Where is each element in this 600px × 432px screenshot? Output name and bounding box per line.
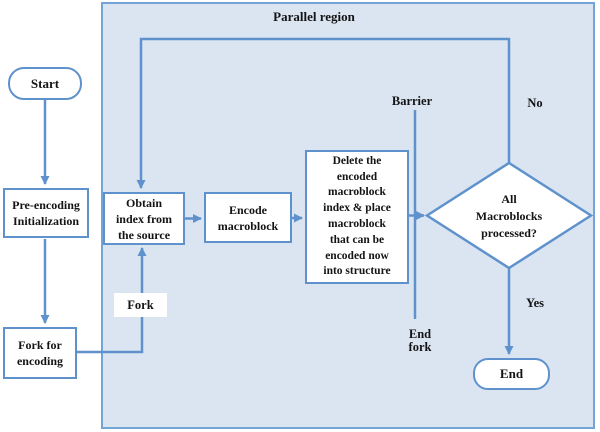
no-branch-label: No [527, 96, 543, 110]
connector-fork-to-obtain [77, 247, 147, 354]
yes-branch-label: Yes [525, 296, 545, 310]
flow-node-obtain-index: Obtain index from the source [103, 192, 185, 245]
end-fork-label: End fork [408, 327, 432, 354]
parallel-region-title: Parallel region [273, 9, 355, 24]
flow-node-pre-encoding: Pre-encoding Initialization [3, 188, 89, 238]
flow-node-encode-macroblock: Encode macroblock [204, 192, 292, 243]
fork-label: Fork [114, 293, 167, 317]
flow-node-all-processed-label: All Macroblocks processed? [475, 191, 543, 240]
connector-no-loopback [136, 37, 511, 189]
flow-node-delete-encoded: Delete the encoded macroblock index & pl… [305, 150, 409, 284]
decision-diamond [424, 161, 594, 270]
barrier-label: Barrier [391, 94, 433, 108]
flow-node-start: Start [8, 67, 82, 100]
flow-node-end: End [473, 358, 550, 390]
flow-node-fork-for-encoding: Fork for encoding [3, 327, 77, 379]
